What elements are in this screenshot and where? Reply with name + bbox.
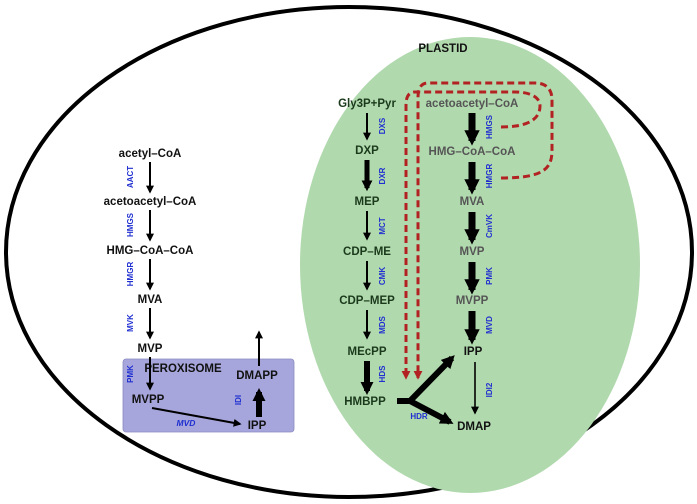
metabolite-acetoacetyl-coa: acetoacetyl–CoA [104,196,197,208]
metabolite-acetyl-coa: acetyl–CoA [119,148,182,160]
metabolite-dxp: DXP [355,145,379,157]
metabolite-mep: MEP [355,196,380,208]
enzyme-plastid-pmk: PMK [485,267,494,285]
enzyme-mvk: MVK [126,314,135,332]
arrow-hdr-to-dmap [408,398,454,425]
arrow-mvd [151,407,242,427]
metabolite-plastid-mvpp: MVPP [456,295,489,307]
metabolite-hmg-coa: HMG–CoA–CoA [107,245,194,257]
metabolite-plastid-mva: MVA [460,196,485,208]
enzyme-idi: IDI [234,395,243,405]
enzyme-plastid-mvd: MVD [485,316,494,334]
arrow-hdr-to-ipp [407,355,455,404]
enzyme-plastid-idi2: IDI2 [485,382,494,397]
enzyme-plastid-hmgs: HMGS [485,114,494,139]
enzyme-aact: AACT [126,166,135,188]
enzyme-mvd: MVD [177,418,196,428]
enzyme-mct: MCT [378,217,387,234]
metabolite-hmbpp: HMBPP [344,396,386,408]
enzyme-hmgr: HMGR [126,262,135,287]
metabolite-mvp: MVP [138,343,163,355]
metabolite-plastid-dmap: DMAP [457,421,491,433]
enzyme-cmk: CMK [378,267,387,285]
peroxisome-label: PEROXISOME [144,363,222,375]
metabolite-plastid-mvp: MVP [460,246,485,258]
enzyme-hmgs: HMGS [126,212,135,237]
metabolite-plastid-hmg-coa: HMG–CoA–CoA [429,146,516,158]
enzyme-plastid-hmgr: HMGR [485,164,494,189]
enzyme-dxs: DXS [378,117,387,134]
metabolite-dmapp: DMAPP [236,370,278,382]
metabolite-plastid-ipp: IPP [464,346,483,358]
metabolite-mva: MVA [138,294,163,306]
metabolite-plastid-acetoacetyl-coa: acetoacetyl–CoA [426,98,519,110]
dashed-arrow-hmgs-to-hmbpp [401,90,542,380]
enzyme-hds: HDS [378,365,387,383]
metabolite-mecpp: MEcPP [348,346,387,358]
enzyme-hdr: HDR [410,412,428,421]
peroxisome-compartment [122,358,295,433]
metabolite-gly3p-pyr: Gly3P+Pyr [338,98,396,110]
metabolite-ipp-peroxisome: IPP [248,420,267,432]
metabolite-cdp-mep: CDP–MEP [339,295,395,307]
enzyme-pmk: PMK [126,365,135,383]
metabolite-cdp-me: CDP–ME [343,246,391,258]
enzyme-dxr: DXR [378,167,387,184]
metabolite-mvpp: MVPP [132,394,165,406]
enzyme-mds: MDS [378,315,387,333]
enzyme-plastid-cmvk: CmVK [485,214,494,238]
plastid-label: PLASTID [418,43,467,55]
